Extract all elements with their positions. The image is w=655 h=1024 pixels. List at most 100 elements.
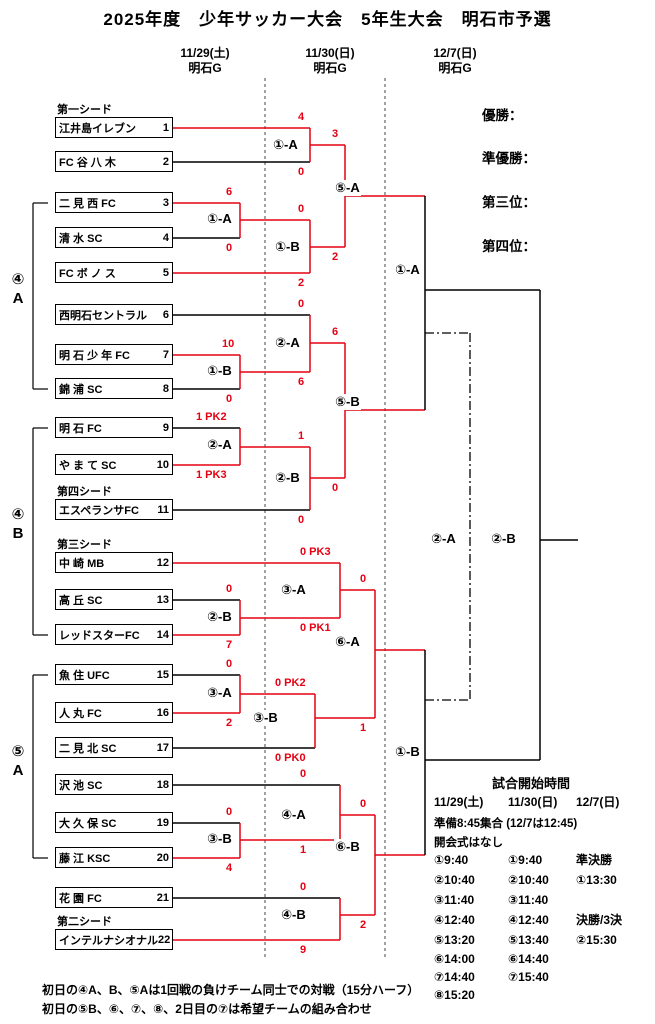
score: 1 bbox=[298, 430, 305, 442]
score: 0 bbox=[360, 573, 367, 585]
score: 1 PK2 bbox=[196, 411, 227, 423]
score: 2 bbox=[360, 919, 367, 931]
match-label-d2-6B: ⑥-B bbox=[334, 839, 361, 855]
team-number: 11 bbox=[157, 503, 169, 516]
column-header-day3: 12/7(日) 明石G bbox=[410, 46, 500, 76]
team-name: 高 丘 SC bbox=[59, 594, 103, 607]
match-label-d2-3B: ③-B bbox=[252, 710, 279, 726]
team-number: 4 bbox=[162, 231, 169, 244]
score: 0 PK2 bbox=[275, 677, 306, 689]
match-connector-lines bbox=[239, 128, 425, 940]
schedule-cell bbox=[576, 988, 648, 1003]
team-number: 14 bbox=[156, 628, 169, 641]
score: 2 bbox=[332, 251, 339, 263]
team-box-20: 藤 江 KSC 20 bbox=[55, 847, 173, 868]
match-label-d2-2B: ②-B bbox=[274, 470, 301, 486]
group-5A-letter: A bbox=[12, 762, 24, 779]
team-name: 藤 江 KSC bbox=[59, 852, 111, 865]
schedule-cell: 決勝/3決 bbox=[576, 913, 623, 927]
schedule-col-day2: 11/30(日) bbox=[508, 795, 558, 809]
schedule-title: 試合開始時間 bbox=[492, 776, 571, 791]
seed-label-1: 第一シード bbox=[57, 104, 112, 116]
placing-runnerup: 準優勝： bbox=[482, 151, 536, 166]
team-number: 7 bbox=[162, 348, 169, 361]
match-label-d2-1A: ①-A bbox=[272, 137, 299, 153]
schedule-row: ⑦14:40 ⑦15:40 bbox=[434, 970, 648, 985]
team-name: エスペランサFC bbox=[59, 504, 139, 517]
schedule-cell: ①9:40 bbox=[434, 853, 469, 867]
match-label-d2-1B: ①-B bbox=[274, 239, 301, 255]
score: 0 bbox=[298, 166, 305, 178]
team-name: 二 見 西 FC bbox=[59, 197, 116, 210]
team-number: 13 bbox=[156, 593, 169, 606]
score: 6 bbox=[226, 186, 233, 198]
team-name: や ま て SC bbox=[59, 459, 117, 472]
schedule-cell bbox=[508, 988, 576, 1003]
team-number: 8 bbox=[162, 382, 169, 395]
footnote-2: 初日の⑤B、⑥、⑦、⑧、2日目の⑦は希望チームの組み合わせ bbox=[42, 1002, 372, 1016]
schedule-cell: ①9:40 bbox=[508, 853, 543, 867]
score: 0 PK3 bbox=[300, 546, 331, 558]
match-label-d1-2A: ②-A bbox=[206, 437, 233, 453]
score: 3 bbox=[332, 128, 339, 140]
schedule-note-meeting: 準備8:45集合 (12/7は12:45) bbox=[434, 818, 578, 830]
score: 0 bbox=[226, 583, 233, 595]
score: 0 bbox=[332, 482, 339, 494]
schedule-cell: ⑥14:00 bbox=[434, 952, 475, 966]
team-name: 明 石 FC bbox=[59, 422, 102, 435]
schedule-cell bbox=[576, 893, 648, 908]
match-label-d2-3A: ③-A bbox=[280, 582, 307, 598]
team-number: 17 bbox=[156, 741, 169, 754]
team-name: 西明石セントラル bbox=[59, 309, 147, 322]
score: 2 bbox=[298, 277, 305, 289]
schedule-row: ②10:40 ②10:40 ①13:30 bbox=[434, 873, 648, 888]
schedule-cell: ⑦14:40 bbox=[434, 970, 475, 984]
group-label-4B: ④ B bbox=[6, 505, 30, 543]
team-box-11: エスペランサFC 11 bbox=[55, 499, 173, 520]
day2-date: 11/30(日) bbox=[305, 46, 355, 60]
match-label-final-B: ②-B bbox=[490, 531, 517, 547]
team-number: 20 bbox=[156, 851, 169, 864]
score: 0 bbox=[226, 806, 233, 818]
group-4B-number: ④ bbox=[11, 506, 25, 523]
score: 2 bbox=[226, 717, 233, 729]
score: 6 bbox=[298, 376, 305, 388]
score: 1 bbox=[300, 844, 307, 856]
schedule-cell: ③11:40 bbox=[508, 893, 549, 907]
team-name: 人 丸 FC bbox=[59, 707, 102, 720]
schedule-note-ceremony: 開会式はなし bbox=[434, 837, 503, 849]
score: 1 bbox=[360, 722, 367, 734]
day3-date: 12/7(日) bbox=[433, 46, 477, 60]
schedule-cell: ④12:40 bbox=[508, 913, 549, 927]
team-number: 10 bbox=[156, 458, 169, 471]
match-label-d3-1B: ①-B bbox=[394, 744, 421, 760]
schedule-row: ④12:40 ④12:40 決勝/3決 bbox=[434, 913, 648, 928]
match-label-d2-5A: ⑤-A bbox=[334, 180, 361, 196]
schedule-row: ⑧15:20 bbox=[434, 988, 648, 1003]
placing-champion: 優勝： bbox=[482, 108, 523, 123]
schedule-cell: ⑤13:40 bbox=[508, 933, 549, 947]
group-label-4A: ④ A bbox=[6, 270, 30, 308]
column-header-day2: 11/30(日) 明石G bbox=[285, 46, 375, 76]
schedule-cell: ②10:40 bbox=[508, 873, 549, 887]
score: 10 bbox=[222, 338, 235, 350]
seed-label-2: 第二シード bbox=[57, 916, 112, 928]
team-box-7: 明 石 少 年 FC 7 bbox=[55, 344, 173, 365]
group-bracket-lines bbox=[32, 202, 48, 859]
team-name: インテルナシオナル bbox=[59, 934, 158, 947]
team-number: 9 bbox=[162, 421, 169, 434]
column-header-day1: 11/29(土) 明石G bbox=[160, 46, 250, 76]
team-number: 22 bbox=[158, 933, 171, 946]
score: 7 bbox=[226, 639, 233, 651]
score: 6 bbox=[332, 326, 339, 338]
match-label-d1-3B: ③-B bbox=[206, 831, 233, 847]
team-entry-lines bbox=[173, 127, 340, 941]
team-name: 江井島イレブン bbox=[59, 122, 136, 135]
team-name: 花 園 FC bbox=[59, 892, 102, 905]
team-name: 明 石 少 年 FC bbox=[59, 349, 130, 362]
